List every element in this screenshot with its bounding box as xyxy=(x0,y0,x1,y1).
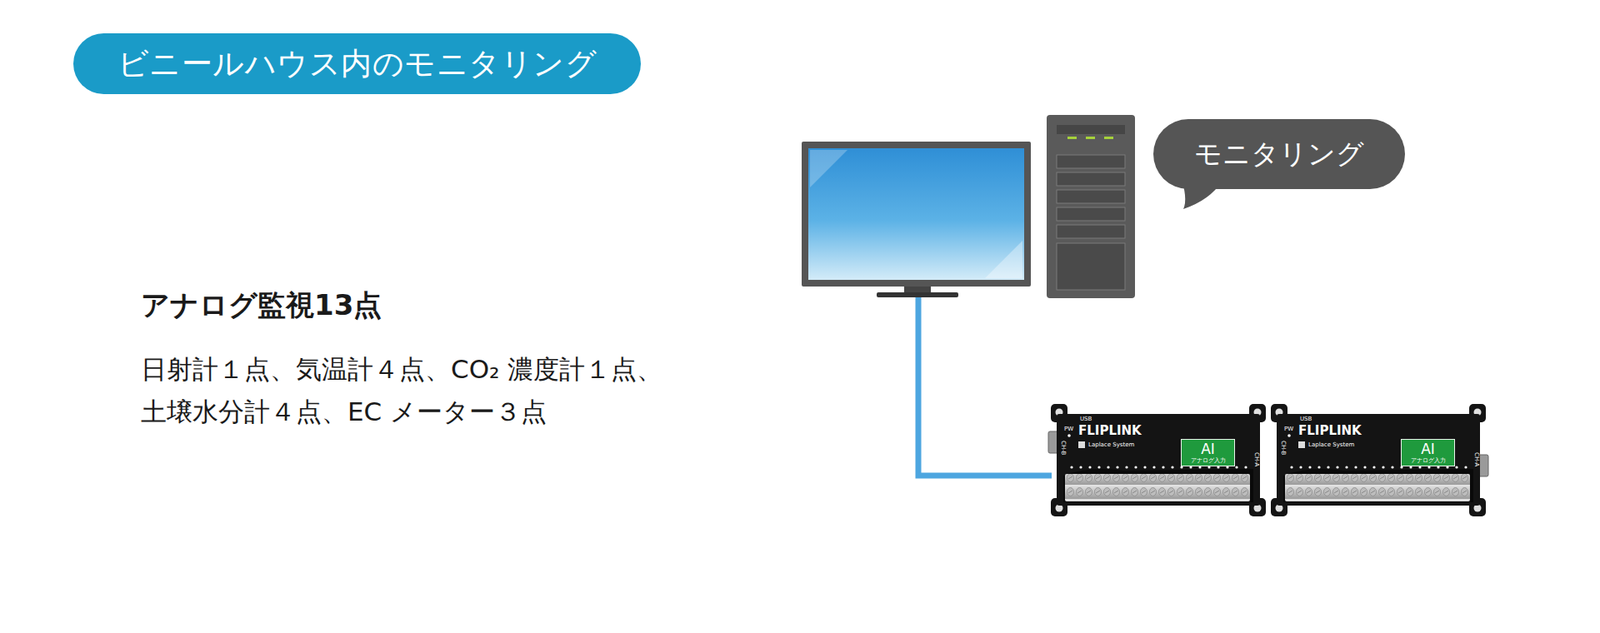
ai-badge: AIアナログ入力 xyxy=(1400,439,1455,467)
terminal-marker xyxy=(1244,465,1247,469)
brand-name: FLIPLINK xyxy=(1078,424,1142,439)
terminal-marker xyxy=(1455,465,1458,469)
channel-label: CH-A xyxy=(1253,452,1260,467)
brand-name: FLIPLINK xyxy=(1298,424,1362,439)
tower-led xyxy=(1104,136,1114,140)
terminal-block xyxy=(1285,474,1470,502)
sensor-list: 日射計１点、気温計４点、CO₂ 濃度計１点、 土壌水分計４点、EC メーター３点 xyxy=(140,348,808,434)
terminal-marker xyxy=(1143,465,1146,469)
terminal-marker xyxy=(1088,465,1091,469)
terminal-marker xyxy=(1115,465,1119,469)
maker-logo xyxy=(1078,441,1085,449)
terminal-marker xyxy=(1317,465,1320,469)
terminal-marker xyxy=(1299,465,1302,469)
port-label: USB xyxy=(1080,415,1092,423)
terminal-marker xyxy=(1125,465,1128,469)
monitor-base xyxy=(876,292,959,298)
terminal-marker xyxy=(1354,465,1357,469)
terminal-marker xyxy=(1079,465,1082,469)
drive-bay xyxy=(1056,155,1125,169)
power-led xyxy=(1287,434,1291,438)
port-label: USB xyxy=(1300,415,1312,423)
screen-glare xyxy=(985,240,1023,279)
terminal-marker xyxy=(1152,465,1155,469)
drive-bay xyxy=(1056,207,1125,221)
terminal-marker xyxy=(1326,465,1330,469)
tower-lower-panel xyxy=(1056,243,1125,290)
terminal-marker xyxy=(1381,465,1385,469)
strip-recess xyxy=(1063,469,1254,503)
bubble-text: モニタリング xyxy=(1194,138,1365,170)
terminal-marker xyxy=(1335,465,1339,469)
terminal-marker xyxy=(1170,465,1174,469)
tower-led xyxy=(1085,136,1095,140)
channel-label: CH-B xyxy=(1060,440,1066,455)
terminal-marker xyxy=(1363,465,1366,469)
terminal-marker xyxy=(1345,465,1348,469)
terminal-block xyxy=(1065,474,1250,502)
ai-subtext: アナログ入力 xyxy=(1190,457,1226,465)
drive-bay xyxy=(1056,190,1125,204)
title-text: ビニールハウス内のモニタリング xyxy=(117,43,598,85)
monitor-neck xyxy=(904,286,931,294)
tower-led xyxy=(1067,136,1077,140)
drive-bay xyxy=(1056,225,1125,239)
screen-glare xyxy=(810,150,848,188)
monitor-screen xyxy=(808,148,1025,280)
terminal-marker xyxy=(1390,465,1394,469)
maker-name: Laplace System xyxy=(1088,441,1135,449)
heading: アナログ監視13点 xyxy=(140,286,382,325)
terminal-marker xyxy=(1161,465,1165,469)
title-pill: ビニールハウス内のモニタリング xyxy=(73,33,641,95)
maker-name: Laplace System xyxy=(1308,441,1355,449)
channel-label: CH-A xyxy=(1473,452,1480,467)
terminal-marker xyxy=(1070,465,1073,469)
terminal-marker xyxy=(1464,465,1467,469)
power-led xyxy=(1067,434,1071,438)
usb-cable xyxy=(918,296,1052,476)
terminal-marker xyxy=(1235,465,1238,469)
maker-logo xyxy=(1298,441,1305,449)
ai-subtext: アナログ入力 xyxy=(1410,457,1446,465)
ai-text: AI xyxy=(1200,441,1215,459)
speech-bubble: モニタリング xyxy=(1153,119,1405,190)
ai-text: AI xyxy=(1420,441,1435,459)
terminal-marker xyxy=(1372,465,1375,469)
terminal-marker xyxy=(1290,465,1293,469)
io-module: FLIPLINK Laplace System AIアナログ入力 USB PW CH-B C… xyxy=(1276,414,1480,506)
drive-bay xyxy=(1056,172,1125,186)
tower-panel xyxy=(1056,125,1125,135)
pc-tower xyxy=(1046,115,1135,299)
terminal-marker xyxy=(1097,465,1100,469)
terminal-marker xyxy=(1308,465,1311,469)
ai-badge: AIアナログ入力 xyxy=(1180,439,1235,467)
terminal-marker xyxy=(1134,465,1137,469)
io-module: FLIPLINK Laplace System AIアナログ入力 USB PW CH-B C… xyxy=(1056,414,1260,506)
led-label: PW xyxy=(1284,425,1294,433)
terminal-marker xyxy=(1106,465,1110,469)
monitor-frame xyxy=(801,141,1031,287)
channel-label: CH-B xyxy=(1280,440,1286,455)
led-label: PW xyxy=(1064,425,1074,433)
strip-recess xyxy=(1283,469,1474,503)
